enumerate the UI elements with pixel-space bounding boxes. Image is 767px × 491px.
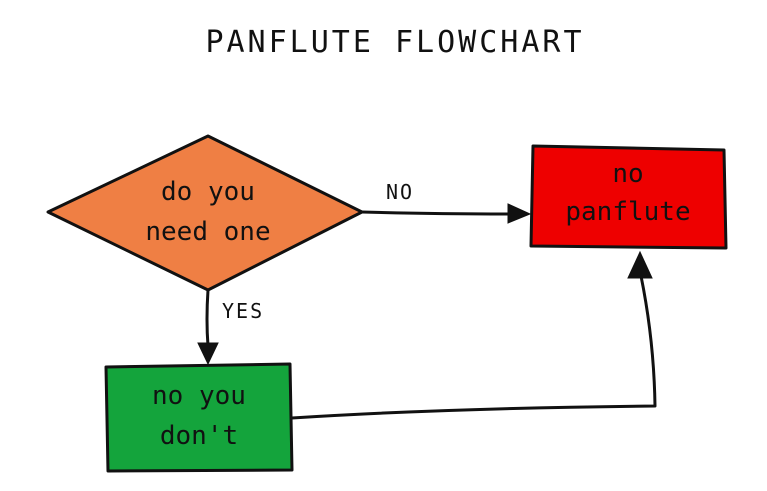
- no-panflute-label-line2: panflute: [565, 197, 690, 227]
- edge-label-yes: YES: [222, 299, 264, 323]
- flowchart-title: PANFLUTE FLOWCHART: [205, 25, 584, 60]
- no-you-dont-node: no you don't: [104, 362, 294, 473]
- decision-label-line2: need one: [145, 217, 270, 247]
- edge-label-no: NO: [386, 180, 414, 204]
- no-panflute-box-shape: [529, 144, 728, 250]
- arrowhead-right-icon: [507, 203, 532, 224]
- no-you-dont-label-line2: don't: [160, 421, 238, 451]
- arrowhead-down-icon: [197, 342, 219, 366]
- no-panflute-node: no panflute: [529, 144, 728, 250]
- edge-no-you-dont-to-no-panflute: [290, 250, 657, 420]
- decision-label-line1: do you: [161, 177, 255, 207]
- no-you-dont-label-line1: no you: [152, 381, 246, 411]
- no-you-dont-box-shape: [104, 362, 294, 473]
- arrowhead-up-icon: [627, 250, 653, 279]
- decision-node: do you need one: [46, 134, 364, 292]
- decision-diamond-shape: [46, 134, 364, 292]
- edge-decision-to-no-you-dont: [197, 288, 219, 366]
- no-panflute-label-line1: no: [612, 159, 643, 189]
- edge-decision-to-no-panflute: [360, 203, 532, 224]
